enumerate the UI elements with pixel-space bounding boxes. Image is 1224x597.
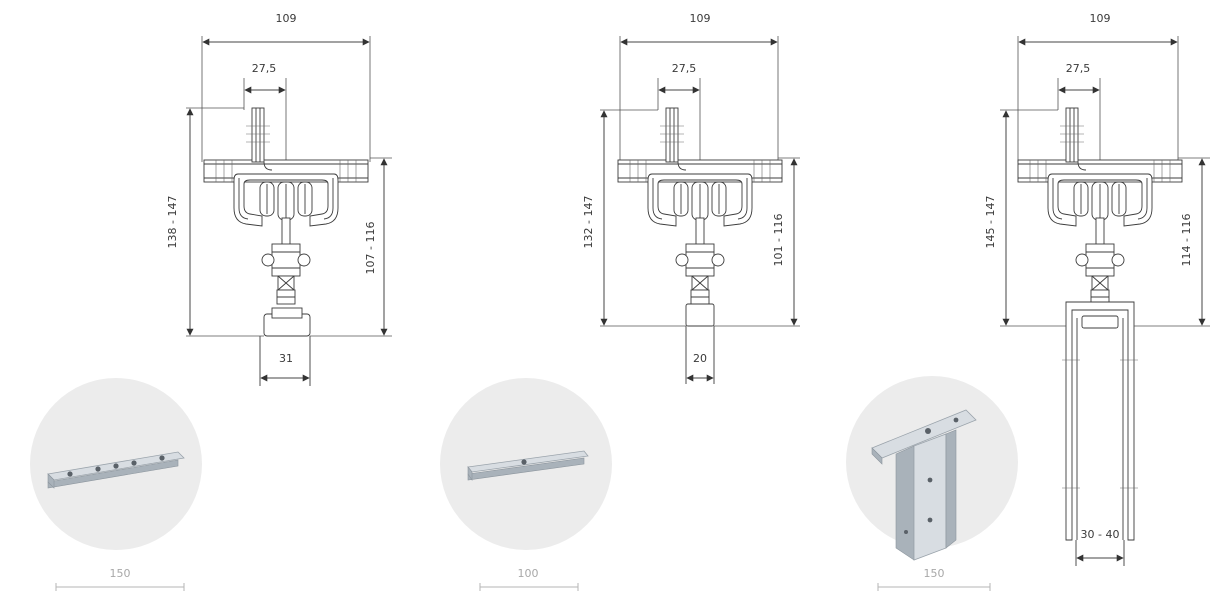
dimension-width-inner: 27,5 <box>252 62 277 75</box>
door-bracket-150-photo <box>871 409 977 561</box>
dimension-width-top: 109 <box>690 12 711 25</box>
diagram-3: 109 27,5 30 - 40 145 - 147 114 - 116 <box>846 12 1210 591</box>
dimension-width-bottom: 20 <box>693 352 707 365</box>
dimension-height-body: 114 - 116 <box>1180 214 1193 267</box>
dimension-width-top: 109 <box>276 12 297 25</box>
dimension-width-bottom: 31 <box>279 352 293 365</box>
scale-label: 150 <box>110 567 131 580</box>
dimension-height-total: 132 - 147 <box>582 196 595 249</box>
diagram-1: 109 27,5 31 138 - 147 107 - 116 <box>30 12 392 591</box>
dimension-width-inner: 27,5 <box>1066 62 1091 75</box>
scale-label: 100 <box>518 567 539 580</box>
dimension-width-inner: 27,5 <box>672 62 697 75</box>
mounting-plate-150-photo <box>47 451 185 489</box>
diagram-2: 109 27,5 20 132 - 147 101 - 116 100 <box>440 12 800 591</box>
dimension-width-bottom: 30 - 40 <box>1081 528 1120 541</box>
mounting-plate-100-photo <box>467 450 589 481</box>
dimension-height-body: 107 - 116 <box>364 222 377 275</box>
dimension-height-body: 101 - 116 <box>772 214 785 267</box>
dimension-height-total: 145 - 147 <box>984 196 997 249</box>
dimension-height-total: 138 - 147 <box>166 196 179 249</box>
dimension-width-top: 109 <box>1090 12 1111 25</box>
scale-label: 150 <box>924 567 945 580</box>
